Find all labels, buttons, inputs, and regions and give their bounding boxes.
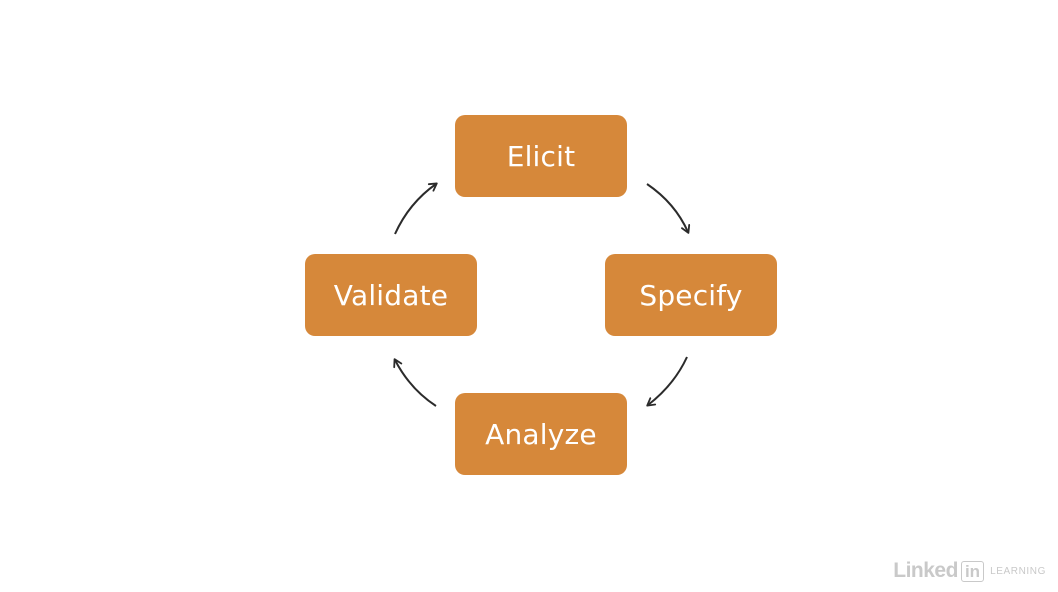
node-specify: Specify	[605, 254, 777, 336]
node-validate: Validate	[305, 254, 477, 336]
node-analyze: Analyze	[455, 393, 627, 475]
arrow-validate-to-elicit	[394, 182, 438, 235]
arrow-specify-to-analyze	[646, 356, 688, 407]
arrow-elicit-to-specify	[646, 183, 691, 234]
watermark-subtext: LEARNING	[990, 565, 1046, 577]
watermark-brand-box: in	[960, 560, 985, 582]
node-elicit: Elicit	[455, 115, 627, 197]
linkedin-learning-watermark: Linked in LEARNING	[893, 559, 1046, 583]
watermark-brand-text: Linked	[893, 559, 958, 582]
arrow-analyze-to-validate	[393, 358, 437, 407]
